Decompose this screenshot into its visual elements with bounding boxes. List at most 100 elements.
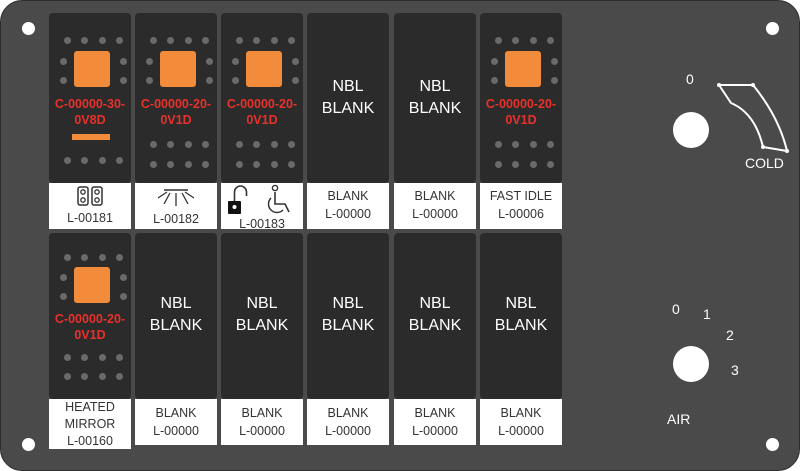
rocker-dot (236, 37, 243, 44)
temperature-arc-icon (717, 83, 789, 153)
rocker-dot (512, 161, 519, 168)
light-rays-icon (157, 189, 195, 206)
rocker-dot (150, 141, 157, 148)
rocker-switch-7[interactable]: C-00000-20-0V1D (49, 233, 131, 399)
label-line: L-00000 (239, 424, 285, 438)
rocker-dot (202, 37, 209, 44)
rocker-switch-2[interactable]: C-00000-20-0V1D (135, 13, 217, 183)
switch-label-11: BLANK L-00000 (394, 399, 476, 445)
rocker-dot (81, 157, 88, 164)
rocker-dot (288, 141, 295, 148)
switch-label-8: BLANK L-00000 (135, 399, 217, 445)
label-line: L-00160 (67, 434, 113, 448)
rocker-dot (271, 161, 278, 168)
rocker-dot (491, 58, 498, 65)
rocker-dot (253, 141, 260, 148)
rocker-dot (99, 37, 106, 44)
switch-label-3: L-00183 (221, 183, 303, 231)
label-line: HEATED (65, 400, 115, 414)
label-line: L-00006 (498, 207, 544, 221)
rocker-switch-6[interactable]: C-00000-20-0V1D (480, 13, 562, 183)
temperature-knob[interactable] (673, 112, 709, 148)
rocker-dot (530, 161, 537, 168)
label-line: BLANK (155, 406, 197, 420)
rocker-dot (120, 293, 127, 300)
rocker-dot (512, 141, 519, 148)
rocker-dot (150, 37, 157, 44)
rocker-dot (292, 58, 299, 65)
lock-wheelchair-icon (228, 184, 290, 214)
mount-hole-bottom-right (766, 438, 779, 451)
rocker-dot (253, 37, 260, 44)
label-line: L-00000 (412, 207, 458, 221)
rocker-dot (491, 77, 498, 84)
rocker-dot (271, 37, 278, 44)
rocker-dot (116, 373, 123, 380)
label-line: BLANK (327, 189, 369, 203)
indicator-light (246, 51, 282, 87)
rocker-dot (271, 141, 278, 148)
rocker-dot (547, 141, 554, 148)
rocker-dot (99, 254, 106, 261)
rocker-dot (232, 58, 239, 65)
label-line: BLANK (414, 189, 456, 203)
switch-label-6: FAST IDLE L-00006 (480, 183, 562, 229)
switch-label-12: BLANK L-00000 (480, 399, 562, 445)
rocker-dot (116, 37, 123, 44)
rocker-dot (185, 141, 192, 148)
label-line: BLANK (414, 406, 456, 420)
air-position-1: 1 (703, 306, 711, 322)
rocker-dot (206, 58, 213, 65)
rocker-switch-3[interactable]: C-00000-20-0V1D (221, 13, 303, 183)
rocker-dot (495, 161, 502, 168)
rocker-dot (120, 58, 127, 65)
switch-label-10: BLANK L-00000 (307, 399, 389, 445)
rocker-dot (547, 161, 554, 168)
rocker-dot (116, 354, 123, 361)
rocker-dot (60, 293, 67, 300)
rocker-dot (60, 58, 67, 65)
rocker-dot (64, 354, 71, 361)
switch-label-2: L-00182 (135, 183, 217, 229)
switch-label-1: L-00181 (49, 183, 131, 229)
rocker-dot (64, 373, 71, 380)
mount-hole-bottom-left (22, 438, 35, 451)
label-line: L-00183 (239, 217, 285, 231)
rocker-dot (236, 141, 243, 148)
rocker-dot (547, 37, 554, 44)
rocker-dot (185, 37, 192, 44)
rocker-dot (116, 254, 123, 261)
rocker-dot (512, 37, 519, 44)
rocker-dot (288, 161, 295, 168)
air-knob[interactable] (673, 346, 709, 382)
rocker-dot (99, 157, 106, 164)
label-line: L-00000 (153, 424, 199, 438)
rocker-dot (551, 77, 558, 84)
rocker-dot (495, 37, 502, 44)
switch-code: C-00000-30-0V8D (54, 97, 126, 127)
label-line: L-00181 (67, 211, 113, 225)
air-position-2: 2 (726, 327, 734, 343)
mount-hole-top-right (766, 22, 779, 35)
switch-code: C-00000-20-0V1D (226, 97, 298, 127)
rocker-dot (99, 373, 106, 380)
label-line: BLANK (241, 406, 283, 420)
temp-zero-label: 0 (686, 71, 694, 87)
label-line: L-00182 (153, 212, 199, 226)
rocker-dot (206, 77, 213, 84)
rocker-switch-1[interactable]: C-00000-30-0V8D (49, 13, 131, 183)
rocker-dot (551, 58, 558, 65)
rocker-dot (530, 37, 537, 44)
rocker-dot (232, 77, 239, 84)
